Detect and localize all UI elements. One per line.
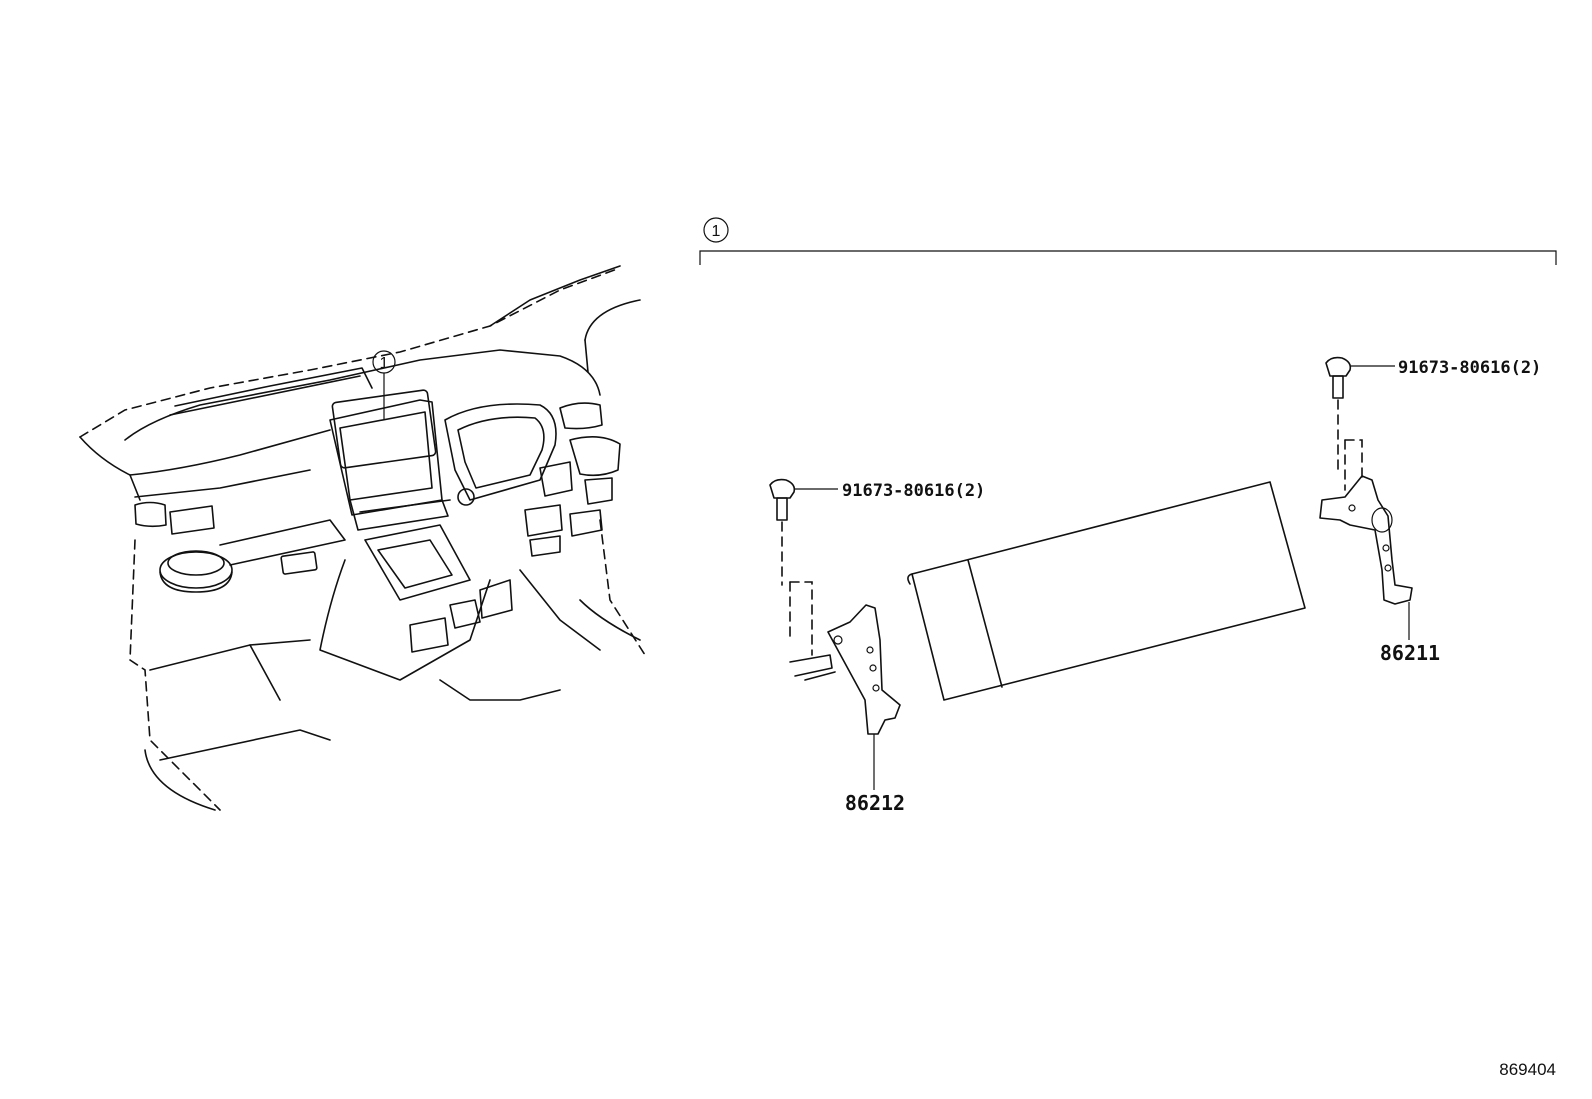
part-label-bolt-left: 91673-80616(2) bbox=[842, 481, 985, 501]
assembly-bracket: 1 bbox=[699, 217, 1557, 265]
right-bolt: 91673-80616(2) bbox=[1325, 356, 1541, 491]
diagram-id: 869404 bbox=[1499, 1060, 1556, 1079]
part-label-86211: 86211 bbox=[1380, 641, 1440, 665]
left-bolt: 91673-80616(2) bbox=[769, 478, 985, 656]
part-label-86212: 86212 bbox=[845, 791, 905, 815]
display-unit bbox=[907, 481, 1306, 701]
dashboard-illustration: 1 bbox=[79, 265, 646, 811]
assembly-callout-number: 1 bbox=[712, 223, 721, 240]
left-bracket: 86212 bbox=[789, 604, 905, 815]
part-label-bolt-right: 91673-80616(2) bbox=[1398, 358, 1541, 378]
dash-callout-number: 1 bbox=[380, 355, 389, 372]
right-bracket: 86211 bbox=[1319, 475, 1440, 665]
